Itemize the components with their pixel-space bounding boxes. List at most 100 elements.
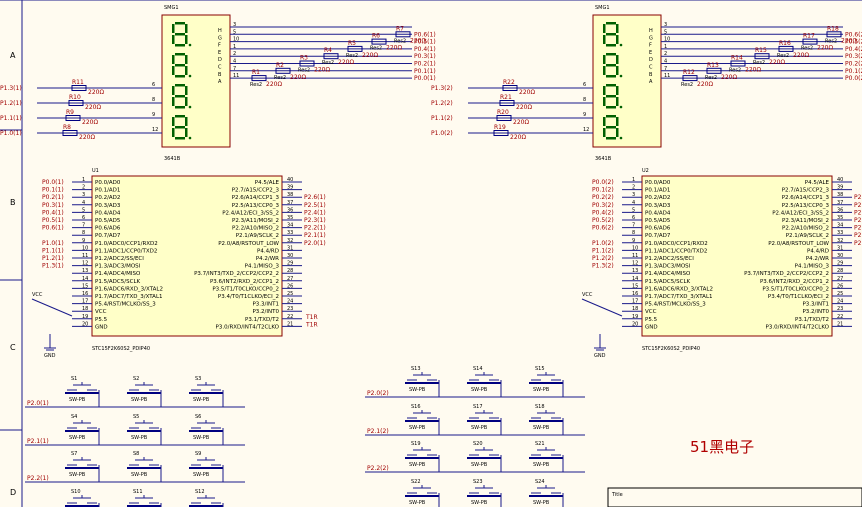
pin-name: P2.3/A11/MOSI_2 xyxy=(232,218,279,224)
net-label: P1.3(2) xyxy=(592,263,614,270)
title-block xyxy=(607,487,862,507)
pin-number: 30 xyxy=(287,253,293,259)
switch-type: SW-PB xyxy=(69,397,86,403)
switch-base xyxy=(189,392,223,394)
segment xyxy=(172,35,175,44)
resistor-body xyxy=(71,85,87,91)
seven-seg-digit xyxy=(172,53,192,78)
resistor-ref: R10 xyxy=(69,94,81,101)
segment xyxy=(616,24,619,33)
digit-resistor xyxy=(65,115,81,121)
resistor-value: 220Ω xyxy=(841,37,857,44)
net-label: P2.4(1) xyxy=(304,209,326,216)
resistor-type: Res2 xyxy=(394,38,406,44)
pin-number: 5 xyxy=(82,207,85,213)
net-label: P0.2(1) xyxy=(414,61,436,68)
pin-number: 35 xyxy=(287,215,293,221)
resistor-type: Res2 xyxy=(801,46,813,52)
pin-number: 16 xyxy=(632,291,638,297)
pin-number: 6 xyxy=(632,215,635,221)
pin-number: 11 xyxy=(632,253,638,259)
net-label: P0.6(2) xyxy=(592,225,614,232)
pin-name: P1.7/ADC7/TXD_3/XTAL1 xyxy=(645,294,713,300)
segment xyxy=(175,84,185,87)
resistor-body xyxy=(371,38,387,45)
segment xyxy=(616,97,619,106)
pin-name: P1.4/ADC4/MISO xyxy=(645,271,691,277)
pin-name: P5.4/RST/MCLKO/SS_3 xyxy=(645,302,706,308)
key-row-net: P2.2(2) xyxy=(367,465,389,472)
switch-type: SW-PB xyxy=(131,472,148,478)
pin-name: P1.0/ADC0/CCP1/RXD2 xyxy=(95,241,158,247)
net-label: P0.5(2) xyxy=(845,39,862,46)
segment xyxy=(175,115,185,118)
segment-resistor xyxy=(323,53,339,60)
switch-type: SW-PB xyxy=(471,387,488,393)
segment xyxy=(606,84,616,87)
resistor-type: Res2 xyxy=(274,75,286,81)
pin-number: 5 xyxy=(632,207,635,213)
resistor-ref: R13 xyxy=(707,62,719,69)
pin-number: 21 xyxy=(287,321,293,327)
switch-ref: S6 xyxy=(195,414,201,420)
mcu-ref: U1 xyxy=(92,168,99,174)
switch-ref: S5 xyxy=(133,414,139,420)
pin-number: 38 xyxy=(837,192,843,198)
segment xyxy=(606,64,616,67)
digit-resistor xyxy=(62,130,78,136)
pin-number: 12 xyxy=(583,127,589,133)
push-button xyxy=(189,382,224,407)
resistor-value: 220Ω xyxy=(510,134,526,141)
net-label: P2.5(1) xyxy=(304,202,326,209)
net-label: P1.1(2) xyxy=(592,247,614,254)
segment xyxy=(603,97,606,106)
pin-number: 6 xyxy=(583,82,586,88)
pin-number: 10 xyxy=(664,37,670,43)
switch-type: SW-PB xyxy=(193,435,210,441)
switch-base xyxy=(405,382,439,384)
resistor-type: Res2 xyxy=(681,82,693,88)
push-button xyxy=(65,420,100,445)
push-button xyxy=(405,447,440,472)
pin-name: P1.6/ADC6/RXD_3/XTAL2 xyxy=(95,286,163,292)
pin-number: 27 xyxy=(287,276,293,282)
segment xyxy=(603,35,606,44)
net-label: P0.1(2) xyxy=(592,187,614,194)
pin-number: 19 xyxy=(82,314,88,320)
pin-number: 40 xyxy=(837,177,843,183)
pin-number: 39 xyxy=(287,185,293,191)
pin-name: P3.1/TXD/T2 xyxy=(245,317,279,323)
border-row-label: C xyxy=(10,343,16,352)
pin-name: P3.3/INT1 xyxy=(252,302,279,308)
net-label: P2.0(1) xyxy=(304,240,326,247)
resistor-ref: R21 xyxy=(500,94,512,101)
pin-number: 23 xyxy=(287,306,293,312)
pin-number: 7 xyxy=(632,223,635,229)
pin-number: 24 xyxy=(837,299,843,305)
net-label: P0.3(1) xyxy=(414,53,436,60)
segment xyxy=(172,24,175,33)
pin-name: P2.7/A15/CCP2_3 xyxy=(232,188,280,194)
switch-base xyxy=(405,420,439,422)
segment-letter: B xyxy=(218,72,222,78)
pin-number: 1 xyxy=(82,177,85,183)
display-part: 3641B xyxy=(164,156,181,162)
switch-type: SW-PB xyxy=(533,425,550,431)
pin-name: P4.1/MISO_3 xyxy=(795,264,830,270)
pin-number: 22 xyxy=(287,314,293,320)
net-label: P0.4(2) xyxy=(845,46,862,53)
pin-name: P1.3/ADC3/MOSI xyxy=(645,264,691,270)
resistor-ref: R3 xyxy=(300,55,308,62)
net-label: P0.0(1) xyxy=(42,179,64,186)
pin-number: 37 xyxy=(837,200,843,206)
mcu-part: STC15F2K60S2_PDIP40 xyxy=(92,346,150,352)
pin-number: 16 xyxy=(82,291,88,297)
resistor-value: 220Ω xyxy=(817,45,833,52)
border-row-label: A xyxy=(10,51,16,60)
segment xyxy=(606,33,616,36)
switch-ref: S17 xyxy=(473,404,483,410)
segment-letter: E xyxy=(218,50,221,56)
pin-number: 6 xyxy=(152,82,155,88)
decimal-point xyxy=(619,74,623,78)
resistor-type: Res2 xyxy=(346,53,358,59)
